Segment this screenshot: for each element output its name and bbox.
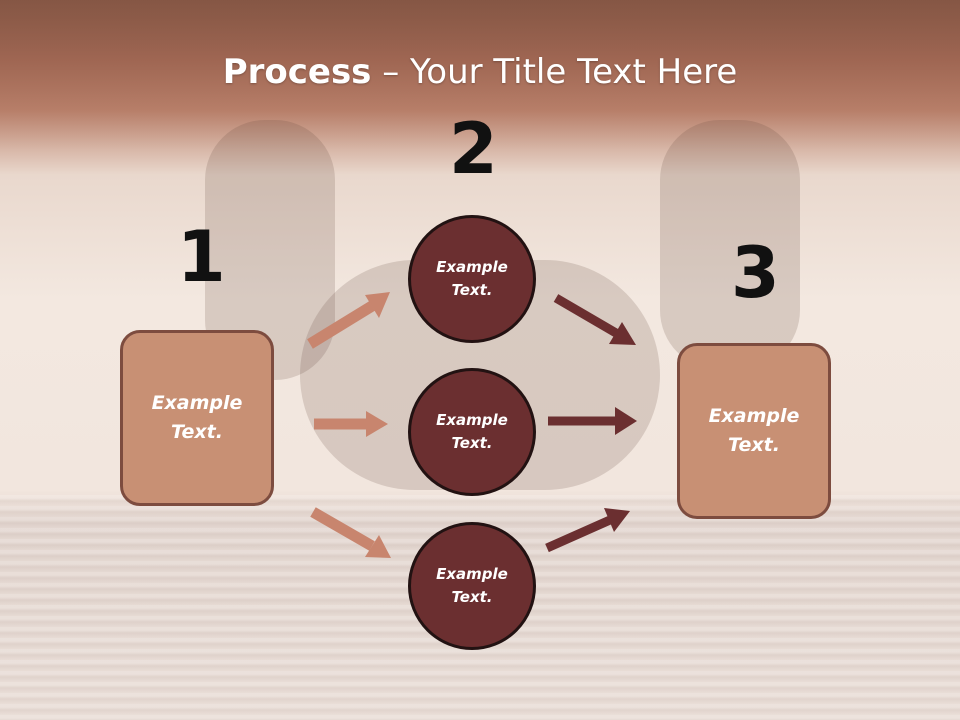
step-3-box: Example Text. (677, 343, 831, 519)
step-number-2: 2 (449, 108, 498, 190)
title-banner (0, 0, 960, 150)
step-1-box: Example Text. (120, 330, 274, 506)
step-1-text: Example Text. (151, 392, 243, 443)
step-number-3: 3 (731, 232, 780, 314)
title-bold: Process (222, 52, 372, 92)
arrow-top-to-right (553, 294, 636, 345)
background-figure-right-arm (660, 120, 800, 370)
title-rest: – Your Title Text Here (371, 52, 738, 92)
step-2-circle-bottom: Example Text. (408, 522, 536, 650)
step-2-circle-top: Example Text. (408, 215, 536, 343)
page-title: Process – Your Title Text Here (0, 52, 960, 92)
arrow-left-to-top (307, 292, 390, 349)
arrow-left-to-bottom (310, 507, 391, 558)
arrow-middle-to-right (548, 407, 637, 435)
arrow-bottom-to-right (545, 508, 630, 553)
step-3-text: Example Text. (708, 405, 800, 456)
arrow-left-to-middle (314, 411, 388, 437)
step-2-circle-middle: Example Text. (408, 368, 536, 496)
circle-top-text: Example Text. (436, 258, 508, 299)
circle-middle-text: Example Text. (436, 411, 508, 452)
circle-bottom-text: Example Text. (436, 565, 508, 606)
step-number-1: 1 (177, 216, 226, 298)
